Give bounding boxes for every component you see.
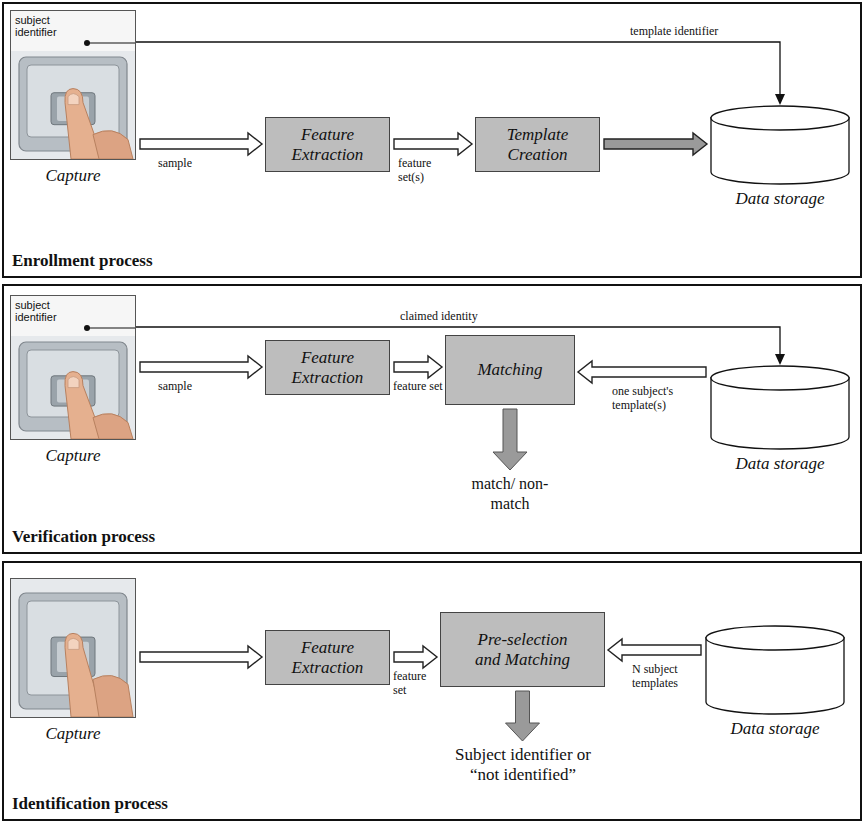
capture-label: Capture (10, 724, 136, 744)
block-arrow (394, 646, 437, 668)
edge-label: feature set (393, 669, 439, 697)
storage-label: Data storage (705, 719, 845, 739)
output-arrow (506, 691, 540, 741)
panel-title: Enrollment process (12, 251, 153, 271)
block-arrow (140, 356, 262, 378)
capture-device: subject identifierCapture (10, 10, 136, 190)
connector (136, 42, 785, 105)
storage-label: Data storage (710, 189, 850, 209)
edge-label: one subject's template(s) (612, 384, 682, 412)
process-panel: Verification process subject identifierCa… (2, 284, 862, 554)
connector (394, 646, 437, 668)
connector (394, 133, 472, 155)
connector (140, 646, 262, 668)
box-label: Feature Extraction (278, 348, 378, 387)
fingerprint-scanner-picture (11, 579, 135, 717)
data-storage-cylinder: Data storage (710, 365, 850, 478)
panel-title: Verification process (12, 527, 155, 547)
cylinder-outline (710, 365, 850, 450)
block-arrow (608, 639, 701, 661)
process-box: Template Creation (475, 117, 600, 172)
capture-picture (10, 578, 136, 718)
box-label: Template Creation (488, 125, 588, 164)
process-panel: Identification process Capture Feature Ext… (2, 561, 862, 821)
data-storage-cylinder: Data storage (705, 625, 845, 743)
connector (578, 361, 706, 383)
connector (140, 133, 262, 155)
panel-title: Identification process (12, 794, 168, 814)
block-arrow (394, 356, 442, 378)
process-panel: Enrollment process subject identifierCapt… (2, 2, 862, 278)
process-box: Feature Extraction (265, 630, 390, 685)
connector (140, 356, 262, 378)
edge-label: N subject templates (632, 662, 694, 690)
cylinder-outline (710, 105, 850, 185)
block-arrow (140, 133, 262, 155)
capture-device: Capture (10, 578, 136, 748)
edge-label: claimed identity (400, 309, 520, 323)
edge-label: template identifier (630, 24, 750, 38)
connector-line (136, 42, 780, 95)
edge-label: sample (158, 156, 208, 170)
connector (608, 639, 701, 661)
box-label: Pre-selection and Matching (465, 630, 580, 669)
arrow-head (775, 94, 785, 105)
output-label: Subject identifier or “not identified” (452, 745, 594, 785)
block-arrow (394, 133, 472, 155)
connector (394, 356, 442, 378)
capture-label: Capture (10, 166, 136, 186)
process-box: Matching (445, 335, 575, 405)
capture-picture: subject identifier (10, 295, 136, 440)
process-box: Feature Extraction (265, 340, 390, 395)
block-arrow (140, 646, 262, 668)
storage-label: Data storage (710, 454, 850, 474)
subject-identifier-label: subject identifier (15, 14, 81, 38)
edge-label: feature set(s) (398, 156, 453, 184)
process-box: Pre-selection and Matching (440, 612, 605, 687)
box-label: Feature Extraction (278, 125, 378, 164)
capture-device: subject identifierCapture (10, 295, 136, 470)
subject-identifier-label: subject identifier (15, 299, 81, 323)
process-box: Feature Extraction (265, 117, 390, 172)
data-storage-cylinder: Data storage (710, 105, 850, 213)
box-label: Feature Extraction (278, 638, 378, 677)
edge-label: feature set (393, 379, 443, 393)
block-arrow (604, 133, 707, 155)
block-arrow (578, 361, 706, 383)
arrow-head (775, 354, 785, 365)
connector (604, 133, 707, 155)
output-arrow (493, 409, 527, 470)
box-label: Matching (477, 360, 542, 380)
capture-label: Capture (10, 446, 136, 466)
output-label: match/ non-match (455, 474, 565, 514)
cylinder-outline (705, 625, 845, 715)
capture-picture: subject identifier (10, 10, 136, 160)
edge-label: sample (158, 379, 208, 393)
